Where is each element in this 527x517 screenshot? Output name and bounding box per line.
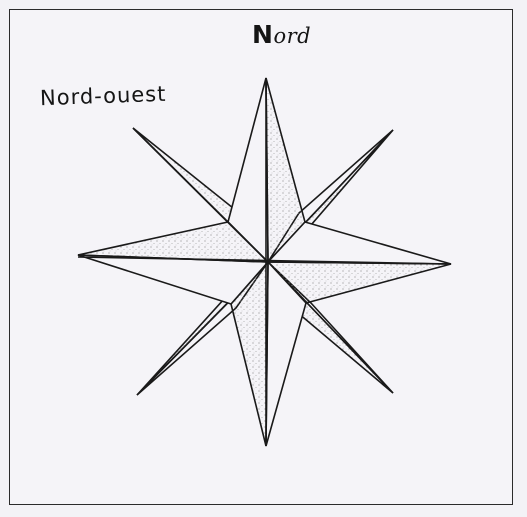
north-label-initial: N xyxy=(252,20,273,49)
northwest-label: Nord-ouest xyxy=(40,82,167,110)
north-label: Nord xyxy=(252,20,311,49)
north-label-rest: ord xyxy=(273,24,311,48)
cardinal-points xyxy=(78,78,451,446)
